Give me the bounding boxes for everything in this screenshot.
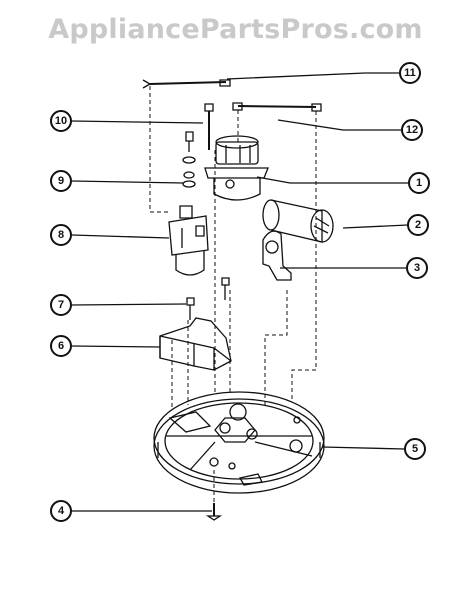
cover-6 <box>160 318 231 370</box>
capacitor-2 <box>263 200 333 242</box>
watermark-text: AppliancePartsPros.com <box>48 14 423 45</box>
callout-4: 4 <box>50 500 72 522</box>
screw-10 <box>205 104 213 150</box>
callout-2: 2 <box>407 214 429 236</box>
callout-5: 5 <box>404 438 426 460</box>
motor-1 <box>205 136 268 200</box>
jumper-wire-12 <box>233 103 321 111</box>
leader-lines <box>72 73 409 511</box>
callout-8: 8 <box>50 224 72 246</box>
callout-12: 12 <box>401 119 423 141</box>
callout-10: 10 <box>50 110 72 132</box>
wire-harness-11 <box>143 80 230 88</box>
screws-7 <box>187 278 229 320</box>
base-5 <box>154 392 324 493</box>
callout-9: 9 <box>50 170 72 192</box>
bracket-3 <box>263 231 291 280</box>
callout-7: 7 <box>50 294 72 316</box>
screw-washers-9 <box>183 132 195 187</box>
switch-8 <box>169 206 208 275</box>
callout-6: 6 <box>50 335 72 357</box>
callout-3: 3 <box>406 257 428 279</box>
screw-4 <box>208 503 220 520</box>
callout-11: 11 <box>399 62 421 84</box>
callout-1: 1 <box>408 172 430 194</box>
